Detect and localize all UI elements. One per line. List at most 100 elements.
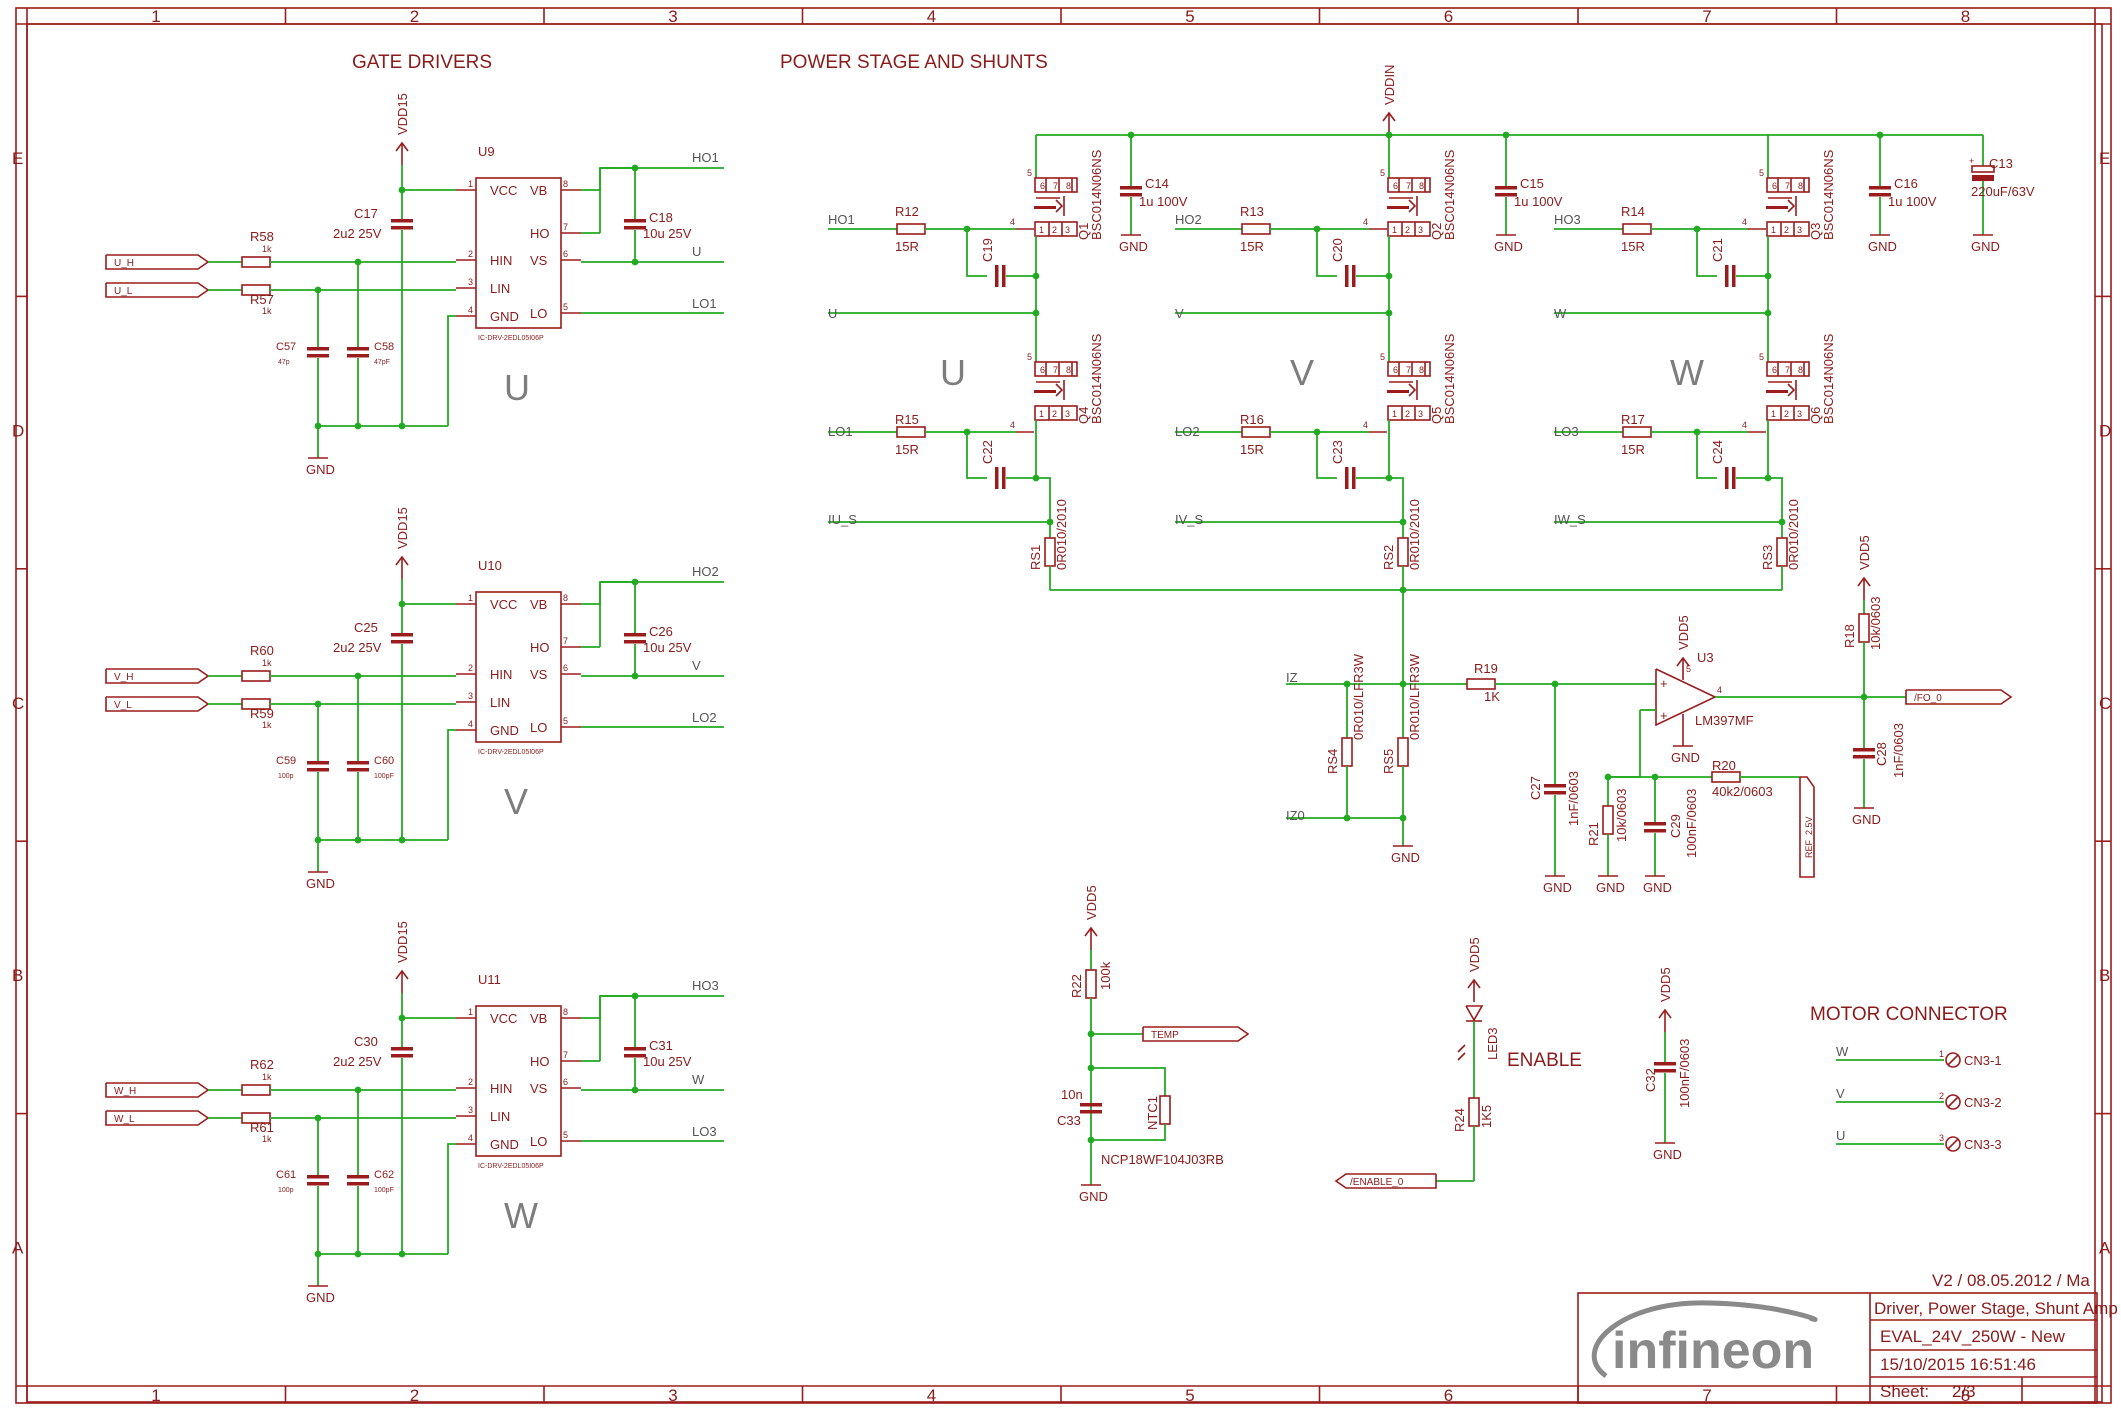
input-flag-lo: W_L [105, 1110, 210, 1126]
driver-pin-name: GND [490, 723, 519, 738]
mosfet-source-pins [1387, 405, 1431, 421]
boot-cap [624, 219, 646, 230]
pin-num: 8 [1066, 181, 1071, 191]
mosfet-source-pins [1034, 221, 1078, 237]
bulk-cap-val: 1u 100V [1514, 194, 1563, 209]
pin-num: 8 [1419, 181, 1424, 191]
r-hi-ref: R58 [250, 229, 274, 244]
supply-arrow [1857, 576, 1871, 587]
gate-cap [1725, 467, 1736, 489]
driver-pin-num: 5 [563, 302, 568, 312]
gate-resistor [896, 426, 926, 438]
driver-pin-name: GND [490, 1137, 519, 1152]
grid-col-bottom: 7 [1702, 1386, 1711, 1405]
wire [447, 729, 456, 840]
cap-plate [1495, 193, 1517, 197]
grid-col-top: 1 [151, 7, 160, 26]
filter-cap-2 [347, 1175, 369, 1186]
driver-pin-name: HO [530, 226, 550, 241]
wire [401, 165, 456, 191]
pin-num: 3 [1797, 225, 1802, 235]
driver-pin-num: 3 [468, 1105, 473, 1115]
input-resistor-hi [241, 670, 271, 682]
led-triangle [1465, 1005, 1484, 1022]
c2-ref: C60 [374, 755, 394, 767]
r19-val: 1K [1484, 689, 1500, 704]
mosfet-source-pins [1034, 405, 1078, 421]
sheet-description: Driver, Power Stage, Shunt Amp [1874, 1299, 2118, 1318]
grid-row-right: E [2099, 149, 2110, 168]
connector-pin-label: CN3-2 [1964, 1095, 2002, 1110]
driver-pin-num: 3 [468, 277, 473, 287]
r24-val: 1K5 [1479, 1105, 1494, 1128]
gate-cap-ref: C21 [1710, 238, 1725, 262]
pin-num: 7 [1053, 181, 1058, 191]
c2-ref: C62 [374, 1169, 394, 1181]
bulk-cap-ref: C15 [1520, 176, 1544, 191]
mosfet-ref: Q6 [1808, 407, 1823, 424]
pin-num: 3 [1418, 225, 1423, 235]
enable-label: ENABLE [1507, 1050, 1582, 1071]
shunt-ref: RS2 [1381, 545, 1396, 570]
connector-net-label: V [1836, 1086, 1845, 1101]
bulk-cap [1869, 186, 1891, 197]
grid-row-right: C [2099, 694, 2111, 713]
comp-ref: U3 [1697, 650, 1714, 665]
cap-plate [1544, 791, 1566, 795]
driver-pin-name: LIN [490, 1109, 510, 1124]
connector-pin-label: CN3-1 [1964, 1053, 2002, 1068]
ground-label: GND [1119, 239, 1148, 254]
driver-ic-body [475, 591, 562, 743]
grid-col-bottom: 8 [1961, 1386, 1970, 1405]
pin-num: 2 [1052, 409, 1057, 419]
mosfet-gate [1387, 206, 1409, 209]
pin-num: 5 [1027, 352, 1032, 362]
out-lo-label: LO1 [692, 296, 717, 311]
cap-plate [1080, 1103, 1102, 1107]
driver-pin-num: 6 [563, 1077, 568, 1087]
mosfet-source-pins [1766, 221, 1810, 237]
elco-plate-neg [1972, 175, 1994, 181]
mosfet-arrow [1408, 199, 1417, 213]
terminal-slash [1947, 1096, 1959, 1108]
r-hi-val: 1k [262, 658, 272, 668]
pin-num: 7 [1785, 181, 1790, 191]
grid-col-bottom: 2 [410, 1386, 419, 1405]
gate-res-val: 15R [1621, 239, 1645, 254]
bulk-cap-val: 1u 100V [1888, 194, 1937, 209]
cap-plate [347, 1175, 369, 1179]
driver-pin-num: 4 [468, 305, 473, 315]
driver-pin-name: VS [530, 1081, 548, 1096]
bulk-cap [1120, 186, 1142, 197]
shunt-ref: RS4 [1325, 749, 1340, 774]
supply-symbol: VDDIN [1382, 65, 1397, 135]
ground-symbol: GND [306, 1285, 335, 1305]
ground-label: GND [1971, 239, 2000, 254]
r24-ref: R24 [1452, 1108, 1467, 1132]
r19-ref: R19 [1474, 661, 1498, 676]
c1-val: 100p [278, 773, 294, 780]
mosfet-drain-pins [1387, 361, 1431, 377]
wire [401, 993, 456, 1019]
gate-res-ref: R17 [1621, 412, 1645, 427]
mosfet-arrow [1408, 383, 1417, 397]
section-power-stage: POWER STAGE AND SHUNTS [780, 52, 1048, 73]
out-lo-label: LO2 [692, 710, 717, 725]
ref-flag [1799, 776, 1815, 878]
cap-plate [347, 347, 369, 351]
shunt-val: 0R010/2010 [1786, 499, 1801, 570]
cap-plate [1853, 748, 1875, 752]
cap-plate [391, 226, 413, 230]
phase-out-label: W [1554, 306, 1567, 321]
driver-pin-num: 8 [563, 179, 568, 189]
boot-cap [624, 1047, 646, 1058]
shunt-amplifier: IZRS40R010/LFR3WRS50R010/LFR3WIZ0GNDR191… [1286, 535, 2013, 895]
pin-num: 1 [1392, 225, 1397, 235]
comp-plus-top: + [1660, 676, 1668, 691]
